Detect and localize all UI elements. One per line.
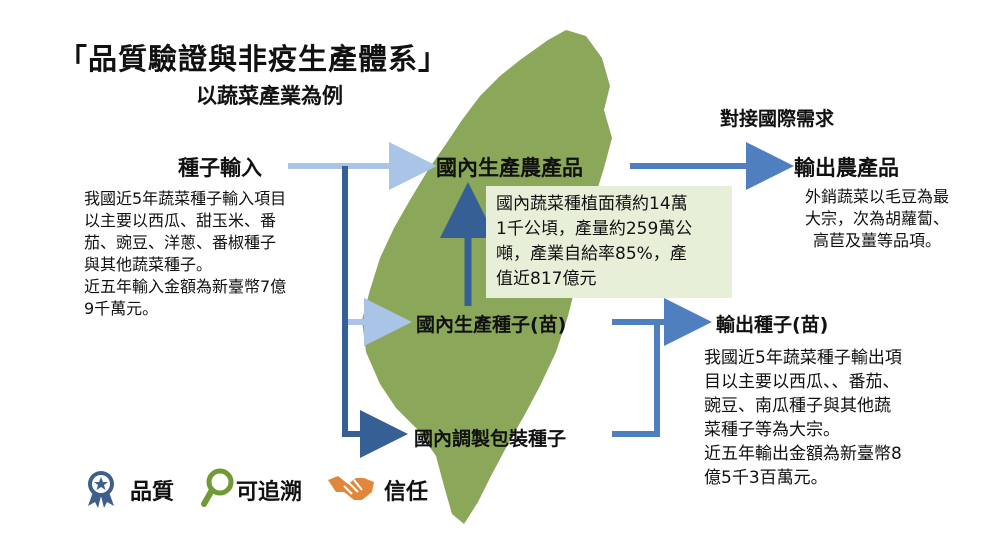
desc-line: 與其他蔬菜種子。 bbox=[84, 255, 213, 274]
desc-line: 大宗，次為胡蘿蔔、 bbox=[804, 209, 949, 228]
desc-line: 近五年輸入金額為新臺幣7億 bbox=[84, 277, 287, 296]
info-line: 國內蔬菜種植面積約14萬 bbox=[496, 194, 688, 214]
desc-line: 近五年輸出金額為新臺幣8 bbox=[704, 444, 902, 464]
desc-line: 茄、豌豆、洋蔥、番椒種子 bbox=[84, 233, 277, 252]
desc-line: 高苣及薑等品項。 bbox=[812, 231, 941, 250]
footer-quality-label: 品質 bbox=[130, 480, 175, 505]
arrow-import-to-packaging bbox=[342, 166, 408, 458]
intl-demand-label: 對接國際需求 bbox=[720, 108, 835, 130]
desc-line: 豌豆、南瓜種子與其他蔬 bbox=[704, 396, 891, 416]
footer-traceable-label: 可追溯 bbox=[236, 480, 303, 505]
desc-line: 菜種子等為大宗。 bbox=[704, 420, 840, 440]
location-pin-icon bbox=[200, 468, 236, 508]
desc-line: 以主要以西瓜、甜玉米、番 bbox=[84, 211, 277, 230]
export-seed-label: 輸出種子(苗) bbox=[716, 314, 829, 336]
export-product-description: 外銷蔬菜以毛豆為最 大宗，次為胡蘿蔔、 高苣及薑等品項。 bbox=[782, 186, 972, 252]
export-product-label: 輸出農產品 bbox=[794, 156, 899, 180]
domestic-product-label: 國內生產農產品 bbox=[436, 156, 583, 180]
desc-line: 我國近5年蔬菜種子輸入項目 bbox=[84, 189, 287, 208]
seed-import-label: 種子輸入 bbox=[178, 156, 262, 180]
badge-icon bbox=[84, 470, 118, 508]
handshake-icon bbox=[326, 470, 376, 506]
desc-line: 億5千3百萬元。 bbox=[704, 468, 828, 488]
domestic-packaging-label: 國內調製包裝種子 bbox=[414, 428, 567, 450]
info-line: 噸，產業自給率85%，產 bbox=[496, 244, 687, 264]
arrow-packaging-to-export-seed bbox=[612, 322, 660, 437]
page-subtitle: 以蔬菜產業為例 bbox=[196, 84, 343, 108]
footer-trust-label: 信任 bbox=[384, 480, 429, 505]
desc-line: 9千萬元。 bbox=[84, 299, 159, 318]
seed-import-description: 我國近5年蔬菜種子輸入項目 以主要以西瓜、甜玉米、番 茄、豌豆、洋蔥、番椒種子 … bbox=[84, 188, 334, 320]
export-seed-description: 我國近5年蔬菜種子輸出項 目以主要以西瓜、、番茄、 豌豆、南瓜種子與其他蔬 菜種… bbox=[704, 346, 964, 490]
desc-line: 我國近5年蔬菜種子輸出項 bbox=[704, 348, 902, 368]
desc-line: 目以主要以西瓜、、番茄、 bbox=[704, 372, 900, 392]
info-line: 1千公頃，產量約259萬公 bbox=[496, 219, 693, 239]
domestic-info-box: 國內蔬菜種植面積約14萬 1千公頃，產量約259萬公 噸，產業自給率85%，產 … bbox=[486, 186, 732, 298]
page-title: 「品質驗證與非疫生產體系」 bbox=[58, 42, 449, 76]
domestic-seed-label: 國內生產種子(苗) bbox=[416, 314, 567, 336]
info-line: 值近817億元 bbox=[496, 269, 597, 289]
desc-line: 外銷蔬菜以毛豆為最 bbox=[804, 187, 949, 206]
